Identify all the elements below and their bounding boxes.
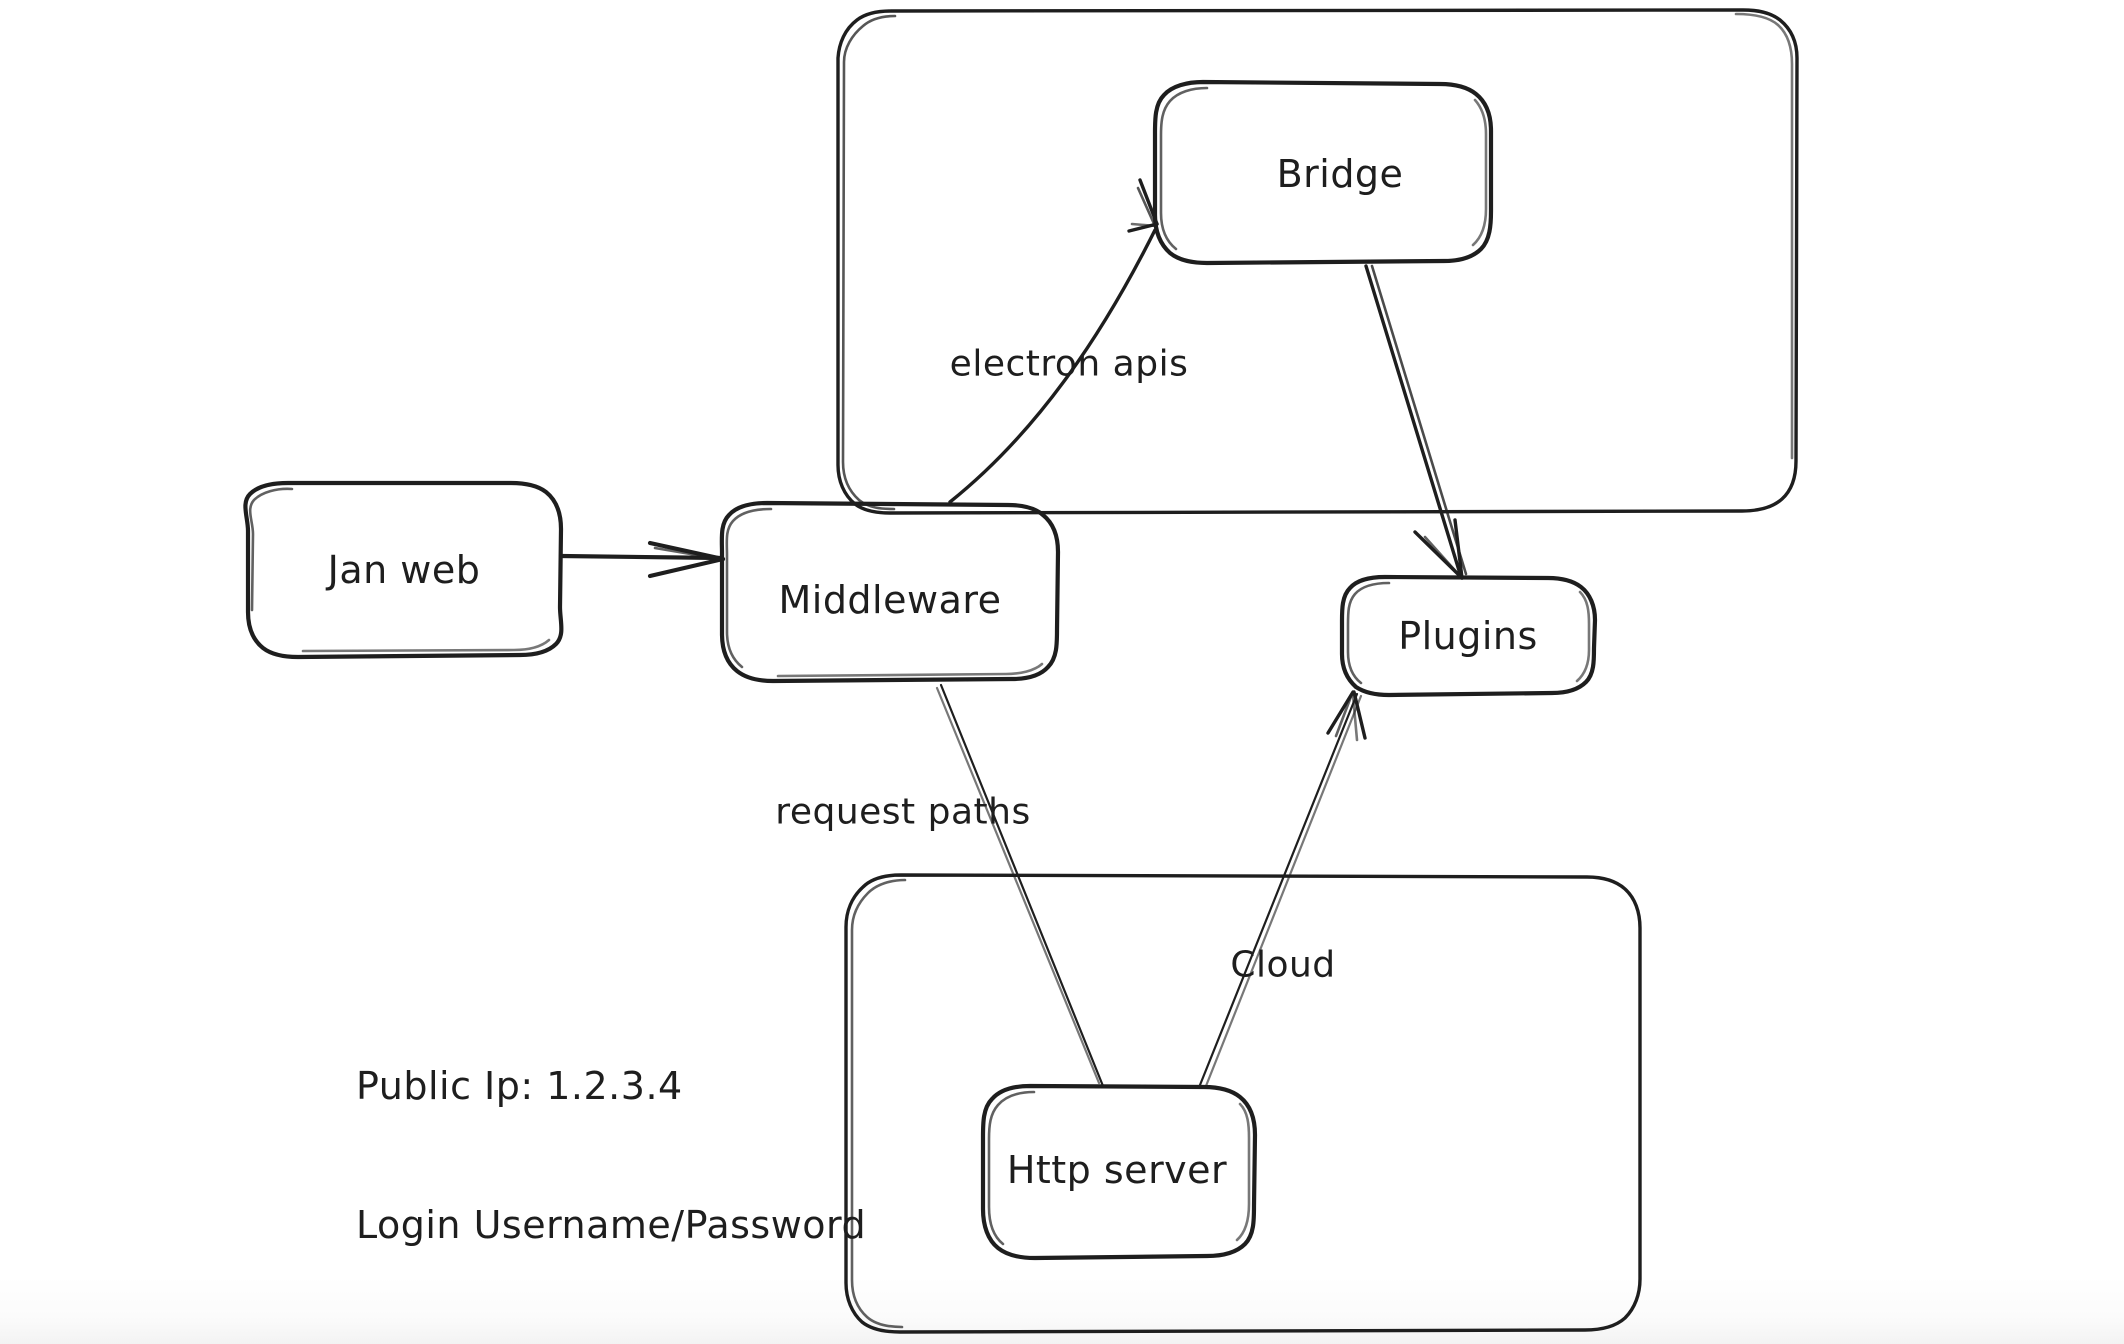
node-label-plugins[interactable]: Plugins [1398, 614, 1538, 658]
node-jan-web-outline [243, 480, 564, 660]
annotation-public-ip: Public Ip: 1.2.3.4 Login Username/Passwo… [356, 970, 866, 1341]
node-label-jan-web[interactable]: Jan web [327, 548, 481, 592]
edge-middleware-to-bridge [948, 178, 1159, 504]
edge-label-electron-apis: electron apis [949, 343, 1189, 385]
edge-label-request-paths: request paths [775, 791, 1031, 833]
node-label-middleware[interactable]: Middleware [778, 578, 1002, 622]
annotation-line-login: Login Username/Password [356, 1202, 867, 1247]
node-label-http-server[interactable]: Http server [1006, 1148, 1228, 1192]
annotation-line-public-ip: Public Ip: 1.2.3.4 [356, 1063, 683, 1108]
edge-jan-web-to-middleware [558, 540, 726, 579]
node-middleware-outline [719, 500, 1061, 684]
edge-http-server-to-plugins [1198, 690, 1367, 1088]
edge-bridge-to-plugins [1364, 264, 1468, 580]
container-label-desktop: Desktop [0, 0, 1062, 22]
node-plugins-outline [1339, 574, 1598, 698]
edge-label-cloud: Cloud [1230, 944, 1336, 986]
container-cloud-outline [844, 873, 1642, 1334]
node-bridge-outline [1152, 79, 1494, 266]
node-label-bridge[interactable]: Bridge [1276, 152, 1404, 196]
node-http-server-outline [980, 1083, 1258, 1261]
edge-http-server-to-middleware [935, 683, 1105, 1088]
